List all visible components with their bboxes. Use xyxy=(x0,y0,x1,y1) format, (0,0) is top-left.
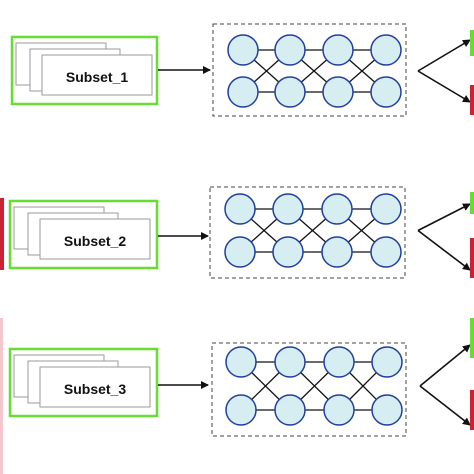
subset-label: Subset_2 xyxy=(64,233,126,249)
network-box xyxy=(212,23,407,117)
subset-label: Subset_3 xyxy=(64,381,126,397)
stacked-page xyxy=(39,218,151,260)
network-node xyxy=(322,76,354,108)
output-arrow-down xyxy=(419,385,471,426)
network-node xyxy=(370,76,402,108)
network-node xyxy=(370,34,402,66)
network-node xyxy=(224,236,256,268)
right-green-mark xyxy=(470,192,474,214)
network-node xyxy=(370,193,402,225)
pipeline-row-3: Subset_3 xyxy=(8,318,474,437)
network-node xyxy=(225,346,257,378)
right-green-mark xyxy=(470,30,474,56)
network-node xyxy=(274,346,306,378)
output-arrow-down xyxy=(417,70,471,103)
left-red-bar xyxy=(0,198,4,270)
stacked-page xyxy=(41,54,153,96)
stacked-page xyxy=(39,366,151,408)
network-node xyxy=(272,193,304,225)
network-node xyxy=(274,76,306,108)
network-node xyxy=(323,346,355,378)
output-arrow-down xyxy=(417,229,471,271)
network-box xyxy=(209,186,406,279)
left-pink-bar xyxy=(0,318,3,474)
network-node xyxy=(225,394,257,426)
network-node xyxy=(224,193,256,225)
network-node xyxy=(321,236,353,268)
right-red-mark xyxy=(470,238,474,278)
right-green-mark xyxy=(470,318,474,358)
network-box xyxy=(211,342,407,437)
subset-label: Subset_1 xyxy=(66,69,128,85)
network-node xyxy=(321,193,353,225)
network-node xyxy=(371,346,403,378)
network-node xyxy=(227,34,259,66)
right-red-mark xyxy=(470,390,474,430)
network-node xyxy=(274,34,306,66)
network-node xyxy=(371,394,403,426)
network-node xyxy=(322,34,354,66)
network-node xyxy=(274,394,306,426)
network-node xyxy=(370,236,402,268)
pipeline-row-2: Subset_2 xyxy=(8,186,474,279)
output-arrow-up xyxy=(417,203,471,232)
right-red-mark xyxy=(470,85,474,115)
pipeline-row-1: Subset_1 xyxy=(10,23,474,117)
output-arrow-up xyxy=(417,39,471,72)
network-node xyxy=(227,76,259,108)
network-node xyxy=(272,236,304,268)
network-node xyxy=(323,394,355,426)
output-arrow-up xyxy=(419,344,471,387)
